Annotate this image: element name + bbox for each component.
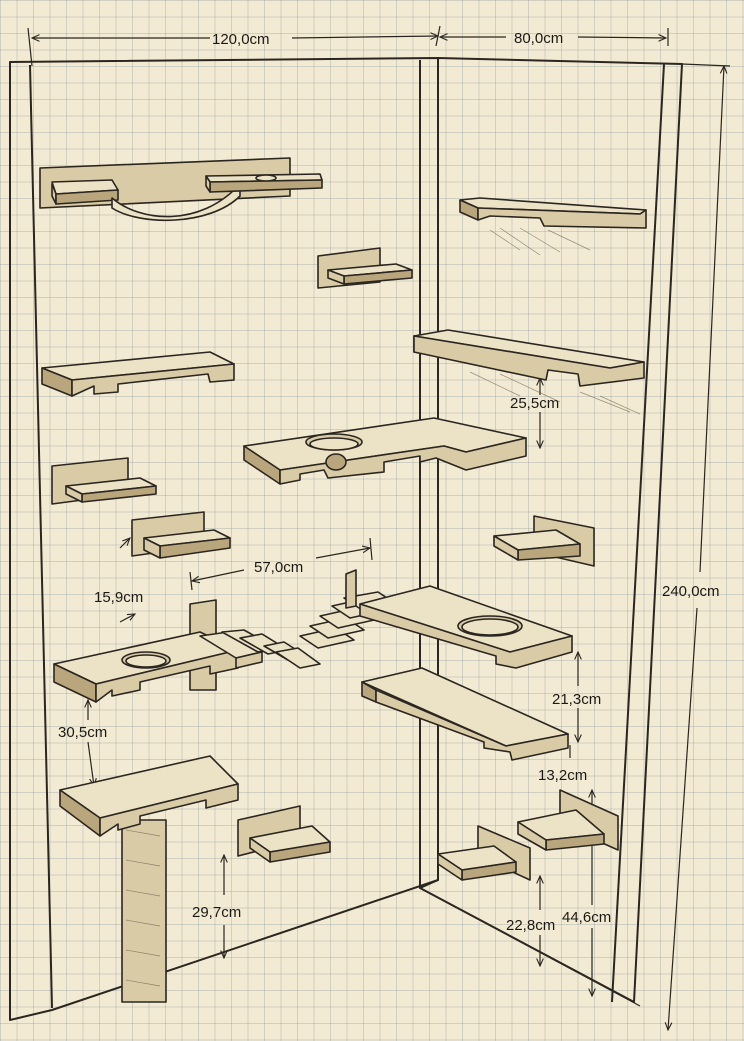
dim-57-0: 57,0cm (254, 559, 303, 576)
shelf-right-lower (361, 667, 569, 761)
shelf-left-hole (53, 599, 239, 703)
dim-width-left: 120,0cm (212, 31, 270, 48)
dimension-labels: 120,0cm 80,0cm 240,0cm 25,5cm 57,0cm 15,… (58, 30, 720, 934)
dim-15-9: 15,9cm (94, 589, 143, 606)
bridge-steps (199, 569, 397, 669)
step-shelf-left-2 (131, 511, 231, 559)
shelf-center-hole (243, 417, 527, 485)
dimension-lines (27, 25, 724, 1030)
dim-height-total: 240,0cm (662, 583, 720, 600)
shelves (39, 157, 647, 1003)
step-shelf-bottom-right-1 (437, 825, 531, 881)
dim-22-8: 22,8cm (506, 917, 555, 934)
dim-44-6: 44,6cm (562, 909, 611, 926)
wall-outline (9, 57, 731, 1021)
shelf-right-middle (413, 329, 645, 415)
step-shelf-center-top (317, 247, 413, 289)
dim-21-3: 21,3cm (552, 691, 601, 708)
hammock-shelf (39, 157, 323, 222)
shelf-right-hole (359, 585, 573, 669)
dim-29-7: 29,7cm (192, 904, 241, 921)
step-shelf-right (493, 515, 595, 567)
step-shelf-bottom-right-2 (517, 789, 619, 851)
dim-25-5: 25,5cm (510, 395, 559, 412)
dim-30-5: 30,5cm (58, 724, 107, 741)
step-shelf-left (51, 457, 157, 505)
dim-13-2: 13,2cm (538, 767, 587, 784)
dim-width-right: 80,0cm (514, 30, 563, 47)
pole-platform (59, 755, 239, 1003)
step-shelf-bottom-left (237, 805, 331, 863)
shelf-top-right (459, 197, 647, 256)
shelf-left-middle (41, 351, 235, 397)
